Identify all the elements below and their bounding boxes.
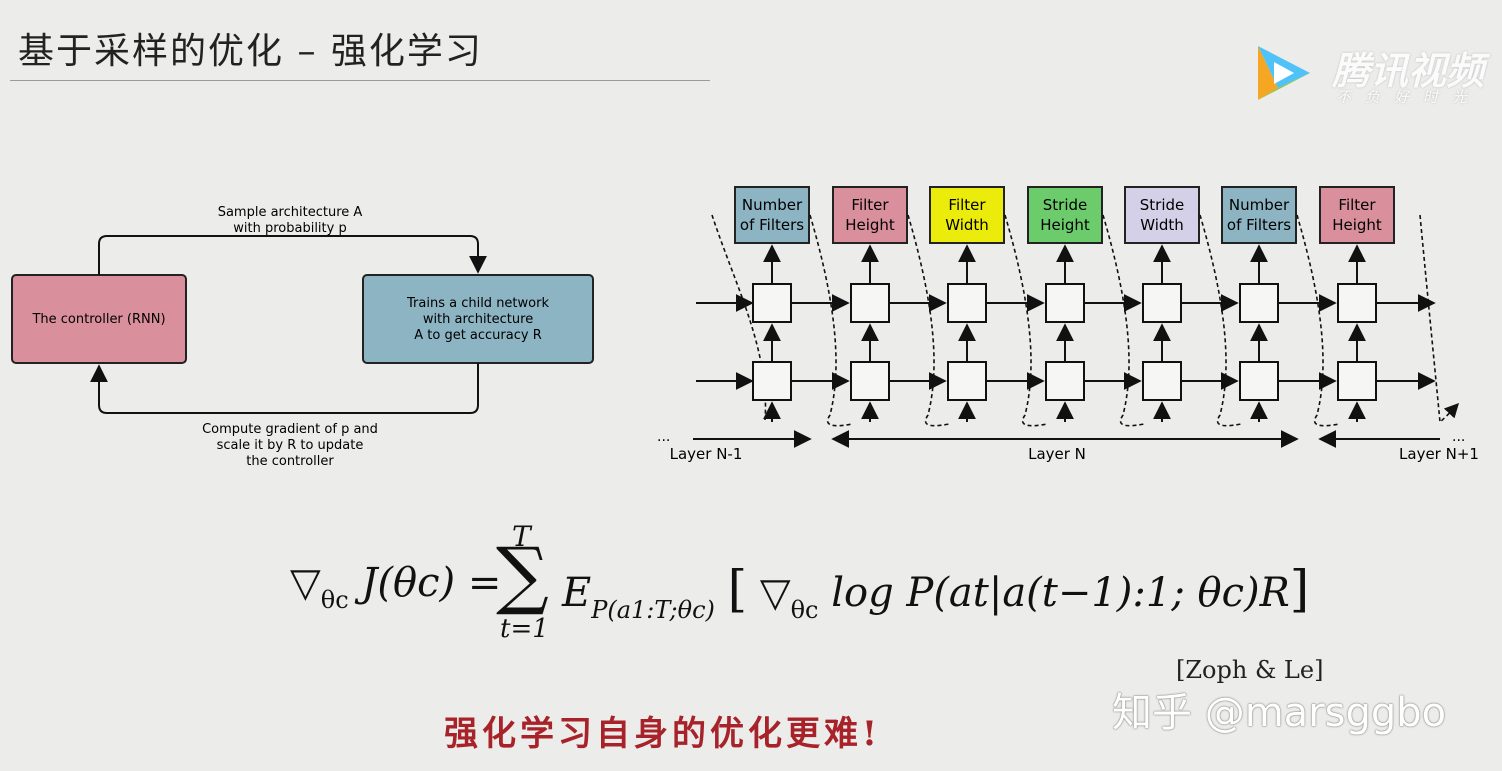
- rnn-cell-top-7: [1337, 283, 1377, 323]
- child-network-line-3: A to get accuracy R: [414, 328, 542, 343]
- sum-upper-limit: T: [512, 520, 531, 553]
- expectation-subscript: P(a1:T;θc): [591, 596, 715, 624]
- rnn-cell-bottom-1: [752, 361, 792, 401]
- sum-lower-limit: t=1: [500, 614, 549, 644]
- sum-symbol: ∑: [496, 532, 549, 618]
- logo-slogan: 不负好时光: [1336, 88, 1482, 106]
- rnn-cell-bottom-7: [1337, 361, 1377, 401]
- output-label-1-line-2: of Filters: [740, 216, 804, 234]
- rnn-cell-top-4: [1045, 283, 1085, 323]
- output-box-1: [734, 186, 810, 244]
- gradient-arrow: [90, 363, 479, 414]
- output-box-2: [832, 186, 908, 244]
- zhihu-watermark: 知乎 @marsggbo: [1112, 690, 1447, 736]
- rnn-cell-bottom-4: [1045, 361, 1085, 401]
- child-network-line-1: Trains a child network: [406, 296, 549, 311]
- slide-title: 基于采样的优化 – 强化学习: [18, 31, 483, 72]
- controller-loop-diagram: The controller (RNN) Trains a child netw…: [11, 205, 594, 469]
- output-label-7-line-2: Height: [1332, 216, 1382, 234]
- rnn-cell-bottom-6: [1239, 361, 1279, 401]
- gradient-term: log P(at|a(t−1):1; θc)R: [831, 570, 1290, 616]
- ellipsis-left: ...: [657, 429, 670, 445]
- output-label-1-line-1: Number: [742, 196, 803, 214]
- output-label-2-line-1: Filter: [851, 196, 889, 214]
- sample-arrow: [98, 235, 487, 275]
- feedback-curve-end: [1419, 214, 1459, 424]
- expectation-symbol: E: [562, 570, 592, 616]
- inner-nabla-subscript: θc: [790, 596, 819, 624]
- nabla-subscript: θc: [320, 586, 349, 614]
- output-label-4-line-1: Stride: [1043, 196, 1088, 214]
- layer-label-current: Layer N: [1028, 445, 1086, 463]
- output-label-2-line-2: Height: [845, 216, 895, 234]
- sample-label-line-1: Sample architecture A: [218, 205, 363, 220]
- bracket-close: ]: [1289, 560, 1310, 618]
- layer-label-next: Layer N+1: [1399, 445, 1479, 463]
- output-box-5: [1124, 186, 1200, 244]
- output-box-7: [1319, 186, 1395, 244]
- play-logo-icon: [1258, 46, 1310, 100]
- conclusion-text: 强化学习自身的优化更难!: [444, 714, 881, 754]
- feedback-curve-start: [711, 214, 767, 421]
- rnn-cell-bottom-3: [947, 361, 987, 401]
- feedback-curve-1: [809, 214, 853, 427]
- rnn-cell-bottom-5: [1142, 361, 1182, 401]
- inner-nabla-symbol: ▽: [759, 570, 791, 616]
- rnn-cell-bottom-2: [850, 361, 890, 401]
- feedback-curve-2: [907, 214, 950, 427]
- output-label-5-line-2: Width: [1140, 216, 1184, 234]
- output-label-3-line-2: Width: [945, 216, 989, 234]
- rnn-cell-top-5: [1142, 283, 1182, 323]
- rnn-controller-diagram: ... ... Layer N-1 Layer N Layer N+1 Numb…: [657, 186, 1479, 463]
- video-logo: 腾讯视频 不负好时光: [1248, 38, 1498, 108]
- output-label-3-line-1: Filter: [948, 196, 986, 214]
- citation: [Zoph & Le]: [1176, 656, 1324, 684]
- child-network-line-2: with architecture: [423, 312, 533, 327]
- gradient-label-line-3: the controller: [246, 454, 334, 469]
- bracket-open: [: [727, 560, 748, 618]
- output-label-4-line-2: Height: [1040, 216, 1090, 234]
- policy-gradient-formula: ▽θc J(θc) = T ∑ t=1 EP(a1:T;θc) [ ▽θc lo…: [290, 520, 1309, 644]
- output-label-6-line-2: of Filters: [1227, 216, 1291, 234]
- rnn-cell-top-3: [947, 283, 987, 323]
- rnn-cell-top-1: [752, 283, 792, 323]
- controller-label: The controller (RNN): [31, 312, 165, 327]
- title-divider: [10, 80, 710, 81]
- ellipsis-right: ...: [1452, 429, 1465, 445]
- output-label-6-line-1: Number: [1229, 196, 1290, 214]
- sample-label-line-2: with probability p: [233, 221, 346, 236]
- feedback-curve-3: [1004, 214, 1048, 427]
- output-box-3: [929, 186, 1005, 244]
- rnn-cell-top-2: [850, 283, 890, 323]
- feedback-curve-6: [1296, 214, 1340, 427]
- output-box-4: [1027, 186, 1103, 244]
- gradient-label-line-1: Compute gradient of p and: [202, 422, 378, 437]
- layer-label-prev: Layer N-1: [670, 445, 743, 463]
- rnn-cell-top-6: [1239, 283, 1279, 323]
- output-box-6: [1221, 186, 1297, 244]
- feedback-curve-5: [1199, 214, 1242, 427]
- output-label-7-line-1: Filter: [1338, 196, 1376, 214]
- output-label-5-line-1: Stride: [1140, 196, 1185, 214]
- gradient-label-line-2: scale it by R to update: [217, 438, 364, 453]
- nabla-symbol: ▽: [290, 560, 321, 606]
- logo-name: 腾讯视频: [1332, 49, 1485, 93]
- feedback-curve-4: [1102, 214, 1145, 427]
- objective-lhs: J(θc) =: [361, 560, 502, 606]
